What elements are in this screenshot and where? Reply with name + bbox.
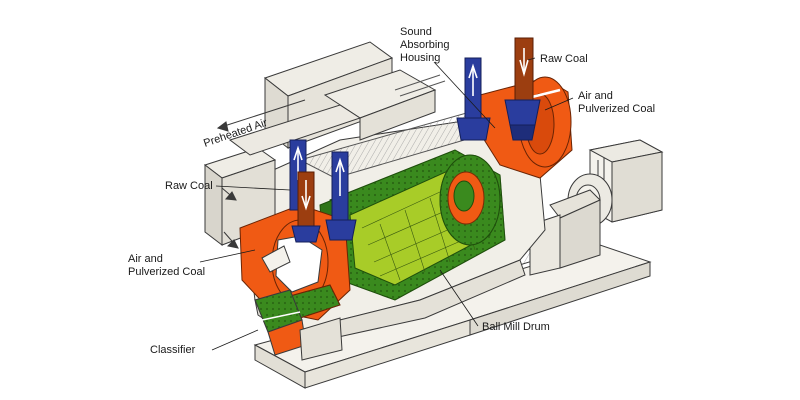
classifier-unit xyxy=(254,289,343,361)
label-raw-coal-left: Raw Coal xyxy=(165,180,213,192)
raw-coal-pipe-left xyxy=(291,171,321,243)
preheated-air-duct xyxy=(203,41,446,247)
label-raw-coal-top: Raw Coal xyxy=(540,53,588,65)
label-sound-housing-1: Sound xyxy=(400,26,432,38)
flow-arrows xyxy=(216,99,306,249)
label-air-pulverized-right-2: Pulverized Coal xyxy=(578,103,655,115)
leader-lines xyxy=(199,57,574,351)
raw-coal-pipe-right xyxy=(504,37,541,141)
label-ball-mill-drum: Ball Mill Drum xyxy=(482,321,550,333)
label-classifier: Classifier xyxy=(150,344,196,356)
label-air-pulverized-left-1: Air and xyxy=(128,253,163,265)
label-sound-housing-2: Absorbing xyxy=(400,39,450,51)
label-air-pulverized-right-1: Air and xyxy=(578,90,613,102)
air-pulverized-pipe-right xyxy=(456,57,491,141)
label-air-pulverized-left-2: Pulverized Coal xyxy=(128,266,205,278)
ball-mill-drum-body xyxy=(319,149,506,301)
label-sound-housing-3: Housing xyxy=(400,52,440,64)
